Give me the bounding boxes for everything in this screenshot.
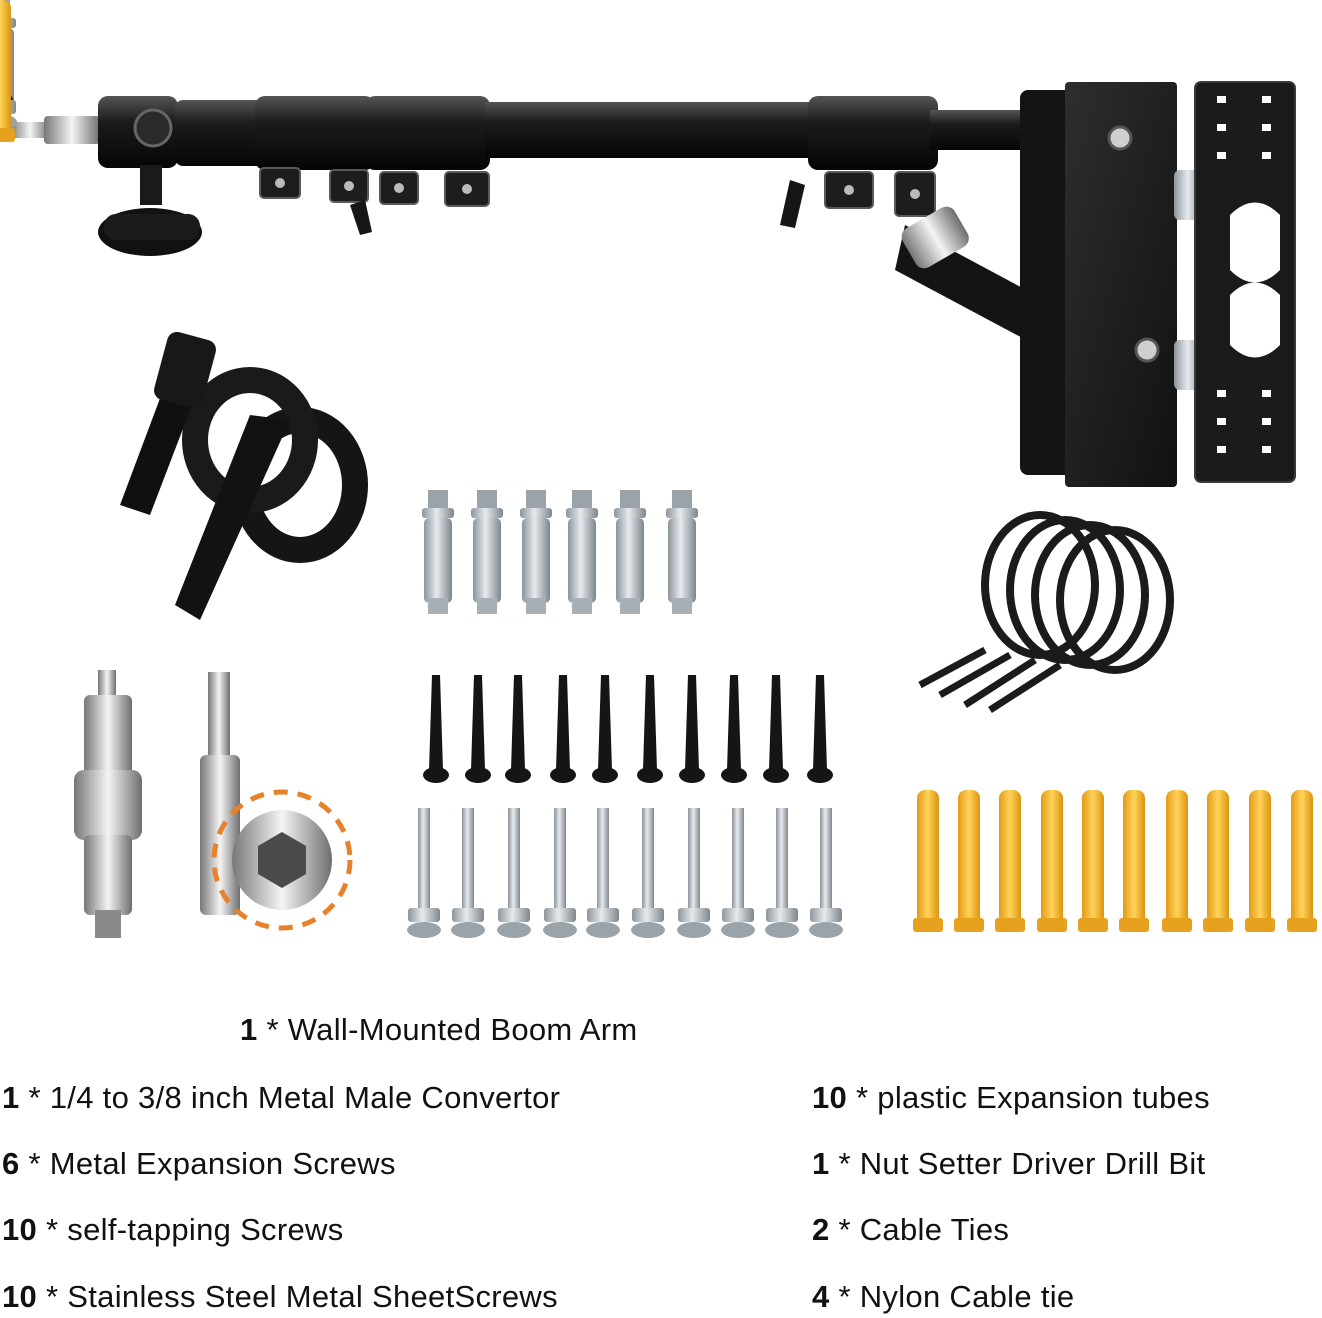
part-line-metal-expansion-screws: 6 * Metal Expansion Screws — [2, 1146, 396, 1182]
part-name: 1/4 to 3/8 inch Metal Male Convertor — [49, 1080, 561, 1115]
part-qty: 10 — [2, 1212, 38, 1247]
part-separator: * — [829, 1212, 860, 1247]
part-line-boom-arm: 1 * Wall-Mounted Boom Arm — [240, 1012, 637, 1048]
part-qty: 2 — [812, 1212, 830, 1247]
part-line-sheet-screws: 10 * Stainless Steel Metal SheetScrews — [2, 1279, 558, 1315]
part-name: self-tapping Screws — [67, 1212, 344, 1247]
part-qty: 1 — [2, 1080, 20, 1115]
nut-setter-drill-bit — [200, 672, 353, 931]
part-name: Nut Setter Driver Drill Bit — [859, 1146, 1206, 1181]
part-separator: * — [19, 1080, 50, 1115]
part-line-self-tapping-screws: 10 * self-tapping Screws — [2, 1212, 344, 1248]
plastic-expansion-tubes — [0, 0, 1317, 932]
part-name: Wall-Mounted Boom Arm — [287, 1012, 638, 1047]
part-name: Cable Ties — [859, 1212, 1010, 1247]
part-separator: * — [847, 1080, 878, 1115]
part-separator: * — [19, 1146, 50, 1181]
product-photo — [0, 0, 1317, 938]
boom-arm — [10, 81, 1296, 487]
part-qty: 1 — [812, 1146, 830, 1181]
part-qty: 6 — [2, 1146, 20, 1181]
part-line-plastic-tubes: 10 * plastic Expansion tubes — [812, 1080, 1210, 1116]
male-convertor — [74, 670, 142, 938]
velcro-strap-pair — [120, 331, 368, 620]
cable-ties — [918, 511, 1174, 713]
part-separator: * — [37, 1279, 68, 1314]
part-name: Stainless Steel Metal SheetScrews — [67, 1279, 558, 1314]
part-separator: * — [37, 1212, 68, 1247]
part-name: Metal Expansion Screws — [49, 1146, 396, 1181]
part-qty: 4 — [812, 1279, 830, 1314]
part-qty: 1 — [240, 1012, 258, 1047]
part-qty: 10 — [812, 1080, 848, 1115]
part-separator: * — [829, 1146, 860, 1181]
part-line-nylon-cable-tie: 4 * Nylon Cable tie — [812, 1279, 1074, 1315]
part-line-cable-ties: 2 * Cable Ties — [812, 1212, 1009, 1248]
part-line-convertor: 1 * 1/4 to 3/8 inch Metal Male Convertor — [2, 1080, 560, 1116]
part-name: plastic Expansion tubes — [877, 1080, 1210, 1115]
part-qty: 10 — [2, 1279, 38, 1314]
part-line-nut-setter: 1 * Nut Setter Driver Drill Bit — [812, 1146, 1205, 1182]
part-name: Nylon Cable tie — [859, 1279, 1075, 1314]
part-separator: * — [829, 1279, 860, 1314]
part-separator: * — [257, 1012, 288, 1047]
